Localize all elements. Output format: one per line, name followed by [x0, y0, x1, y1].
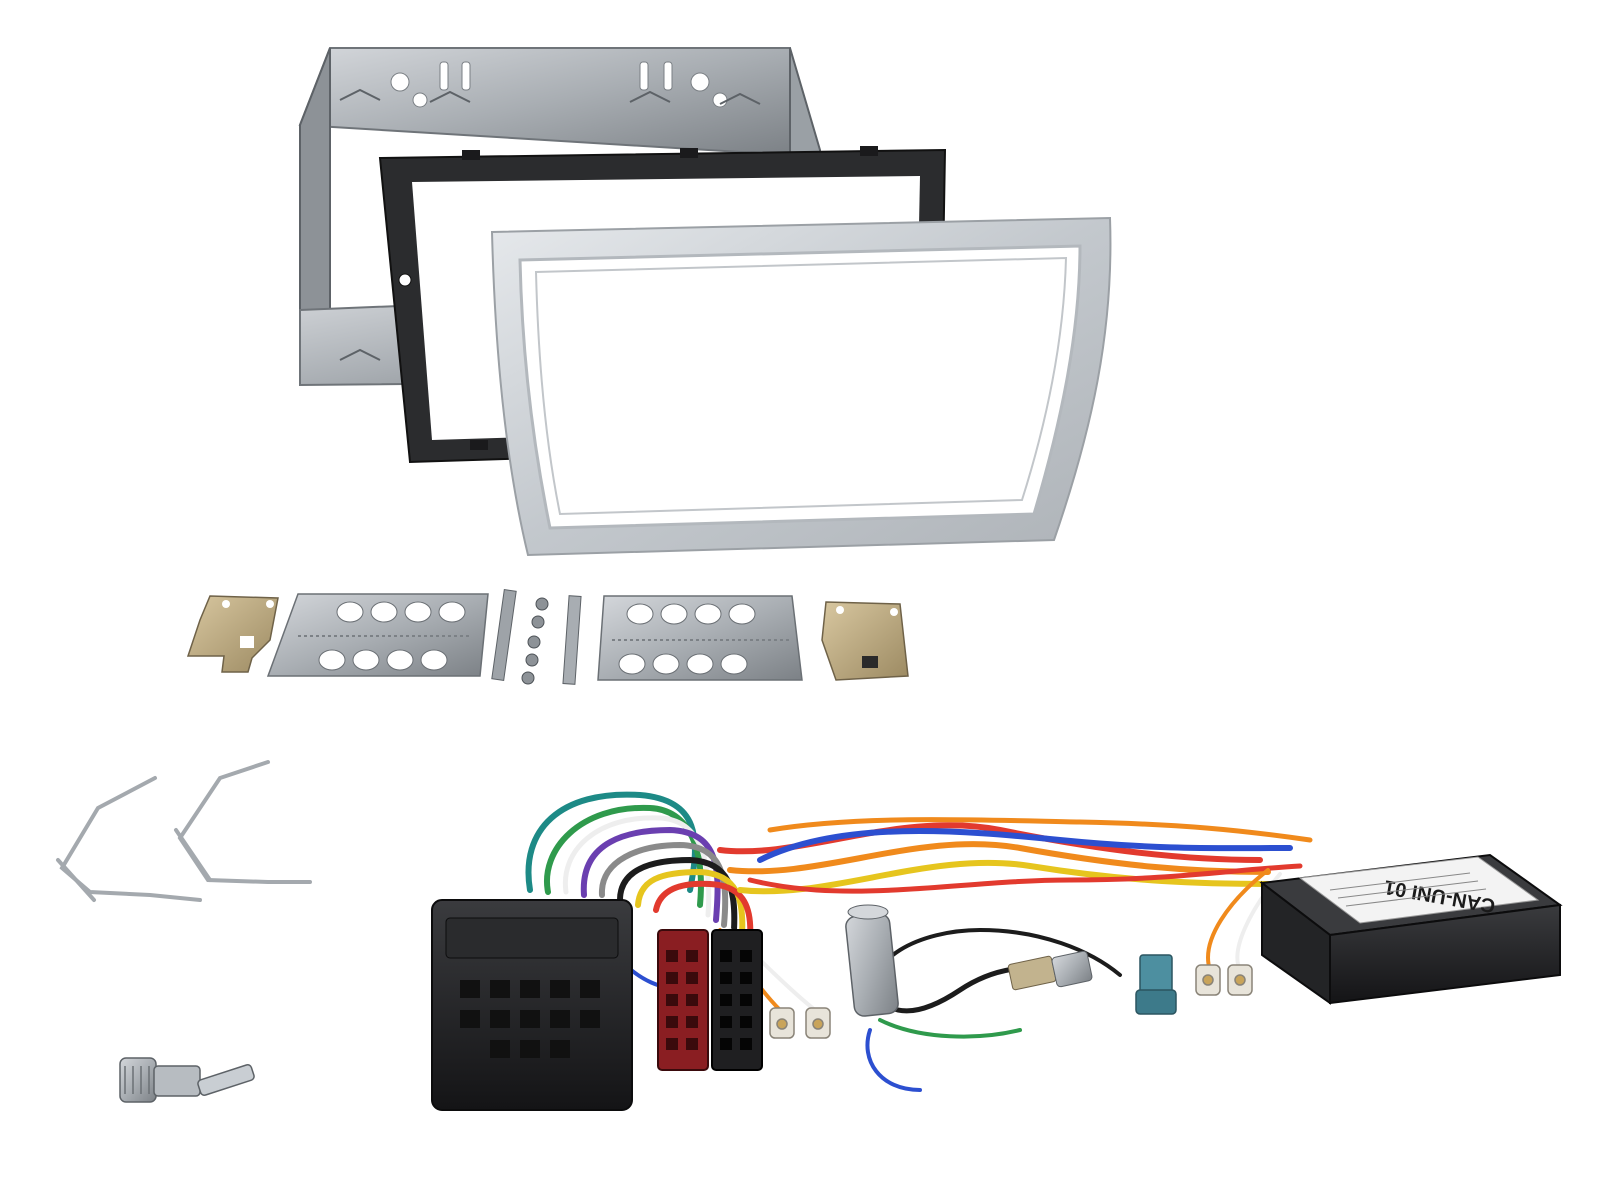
spade-connectors-right [1195, 964, 1253, 996]
spade-connectors-left [769, 1007, 831, 1039]
radio-release-keys [56, 760, 312, 902]
iso-connector-black [711, 929, 763, 1071]
wiring-harness [525, 791, 1313, 1092]
left-spring-clip [186, 595, 279, 673]
mounting-brackets-row [186, 589, 909, 685]
left-side-bracket [266, 593, 489, 677]
iso-connector-red [657, 929, 709, 1071]
right-spring-clip [821, 601, 909, 681]
fakra-connector [1135, 954, 1177, 1015]
can-interface-box: CAN-UNI 01 [1259, 853, 1563, 1005]
antenna-adapter-iso [119, 1057, 255, 1103]
antenna-filter-cylinder [845, 904, 899, 1017]
center-strips-and-screws [491, 589, 582, 685]
right-side-bracket [597, 595, 803, 681]
quadlock-connector [431, 899, 633, 1111]
silver-fascia-panel [490, 216, 1112, 557]
antenna-plug-din [1007, 950, 1093, 991]
